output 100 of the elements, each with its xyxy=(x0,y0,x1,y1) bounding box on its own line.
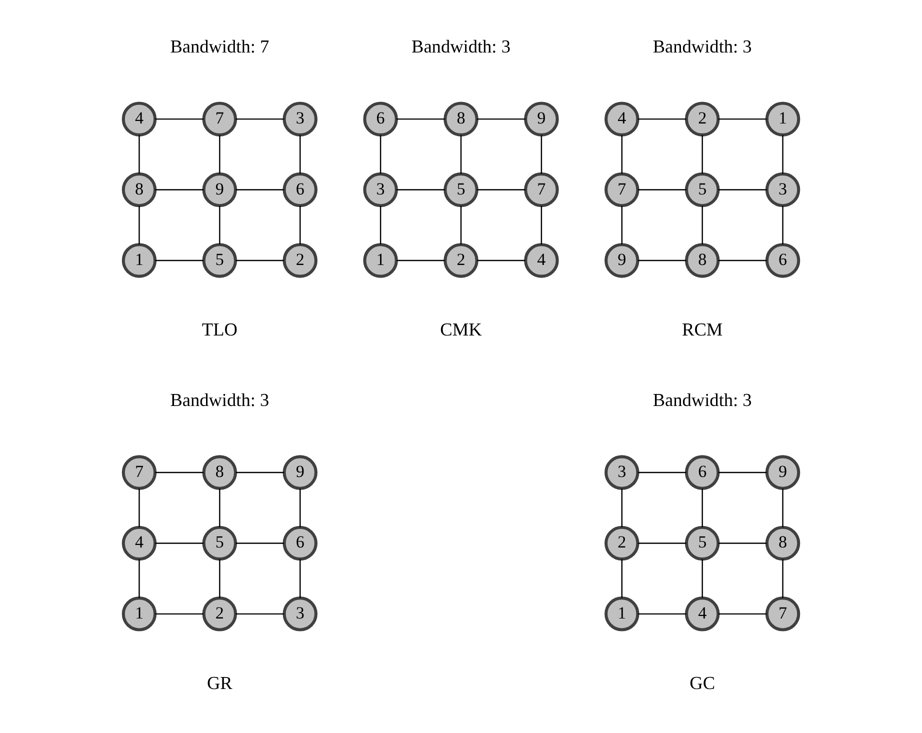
connector xyxy=(138,559,140,598)
node-circle: 9 xyxy=(282,455,318,490)
node-circle: 4 xyxy=(604,102,640,136)
label: RCM xyxy=(682,319,723,340)
connector xyxy=(638,260,686,262)
connector xyxy=(219,135,220,174)
connector xyxy=(477,189,526,190)
node-circle: 2 xyxy=(202,596,238,632)
connector xyxy=(638,542,686,544)
label: GC xyxy=(690,672,716,693)
node-circle: 4 xyxy=(524,243,559,278)
connector xyxy=(236,542,284,544)
connector xyxy=(540,135,542,174)
label: TLO xyxy=(202,319,238,340)
node-circle: 2 xyxy=(604,526,640,561)
node-circle: 7 xyxy=(604,172,640,208)
connector xyxy=(155,189,204,190)
connector xyxy=(718,260,767,262)
label: Bandwidth: 3 xyxy=(652,36,752,57)
node-circle: 5 xyxy=(202,243,238,278)
connector xyxy=(300,488,301,528)
connector xyxy=(782,206,784,244)
connector xyxy=(638,472,686,474)
node-circle: 8 xyxy=(122,172,157,208)
connector xyxy=(638,118,686,120)
node-circle: 1 xyxy=(765,102,800,136)
node-circle: 6 xyxy=(363,102,398,136)
node-circle: 4 xyxy=(684,596,720,632)
node-circle: 6 xyxy=(282,172,318,208)
node-circle: 2 xyxy=(444,243,478,278)
node-circle: 5 xyxy=(444,172,478,208)
connector xyxy=(702,206,703,244)
label: Bandwidth: 3 xyxy=(170,390,270,410)
connector xyxy=(155,542,204,544)
node-circle: 5 xyxy=(202,526,238,561)
label: Bandwidth: 7 xyxy=(170,36,270,57)
connector xyxy=(219,488,220,528)
connector xyxy=(718,472,767,474)
node-circle: 3 xyxy=(282,596,318,632)
connector xyxy=(718,118,767,120)
node-circle: 4 xyxy=(122,102,157,136)
connector xyxy=(236,118,284,120)
connector xyxy=(138,135,140,174)
connector xyxy=(718,613,767,615)
connector xyxy=(702,488,703,528)
connector xyxy=(155,613,204,615)
connector xyxy=(155,472,204,474)
connector xyxy=(782,488,784,528)
connector xyxy=(621,488,622,528)
connector xyxy=(702,559,703,598)
connector xyxy=(380,206,382,244)
node-circle: 9 xyxy=(524,102,559,136)
node-circle: 9 xyxy=(202,172,238,208)
connector xyxy=(300,206,301,244)
connector xyxy=(380,135,382,174)
node-circle: 6 xyxy=(684,455,720,490)
node-circle: 1 xyxy=(122,596,157,632)
connector xyxy=(219,206,220,244)
connector xyxy=(300,559,301,598)
connector xyxy=(460,135,462,174)
node-circle: 6 xyxy=(765,243,800,278)
connector xyxy=(638,189,686,190)
connector xyxy=(138,488,140,528)
node-circle: 4 xyxy=(122,526,157,561)
connector xyxy=(540,206,542,244)
connector xyxy=(236,613,284,615)
node-circle: 3 xyxy=(282,102,318,136)
node-circle: 1 xyxy=(604,596,640,632)
connector xyxy=(460,206,462,244)
connector xyxy=(621,135,622,174)
label: GR xyxy=(206,672,232,693)
connector xyxy=(477,260,526,262)
connector xyxy=(621,559,622,598)
connector xyxy=(718,189,767,190)
node-circle: 9 xyxy=(765,455,800,490)
connector xyxy=(782,135,784,174)
node-circle: 3 xyxy=(604,455,640,490)
node-circle: 8 xyxy=(444,102,478,136)
node-circle: 8 xyxy=(765,526,800,561)
node-circle: 5 xyxy=(684,172,720,208)
connector xyxy=(155,118,204,120)
connector xyxy=(396,189,445,190)
node-circle: 8 xyxy=(684,243,720,278)
node-circle: 7 xyxy=(122,455,157,490)
connector xyxy=(396,118,445,120)
connector xyxy=(236,472,284,474)
label: Bandwidth: 3 xyxy=(412,36,510,57)
node-circle: 9 xyxy=(604,243,640,278)
node-circle: 1 xyxy=(363,243,398,278)
label: CMK xyxy=(440,319,482,340)
connector xyxy=(396,260,445,262)
connector xyxy=(702,135,703,174)
label: Bandwidth: 3 xyxy=(652,390,752,410)
node-circle: 3 xyxy=(765,172,800,208)
connector xyxy=(621,206,622,244)
node-circle: 7 xyxy=(765,596,800,632)
node-circle: 7 xyxy=(202,102,238,136)
node-circle: 5 xyxy=(684,526,720,561)
node-circle: 8 xyxy=(202,455,238,490)
node-circle: 3 xyxy=(363,172,398,208)
